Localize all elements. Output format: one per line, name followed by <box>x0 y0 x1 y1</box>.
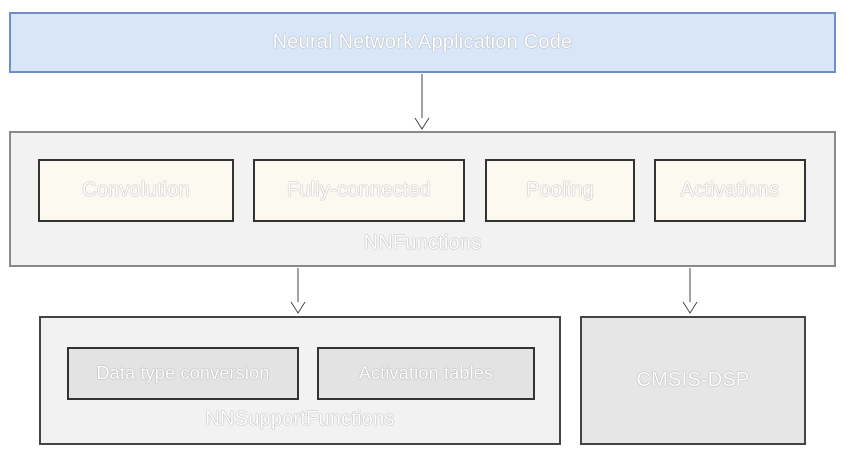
nn-support-functions-label: NNSupportFunctions <box>205 408 395 430</box>
application-code-label: Neural Network Application Code <box>272 31 573 53</box>
app-to-nnfunctions-arrowhead <box>414 117 430 130</box>
cmsis-dsp-label: CMSIS-DSP <box>636 369 750 391</box>
activations-label: Activations <box>680 179 780 201</box>
fully-connected-label: Fully-connected <box>286 179 432 201</box>
nn-functions-label: NNFunctions <box>363 232 482 254</box>
fully-connected-box: Fully-connected <box>253 159 465 222</box>
data-type-conversion-label: Data type conversion <box>96 363 270 383</box>
data-type-conversion-box: Data type conversion <box>67 347 299 400</box>
activation-tables-box: Activation tables <box>317 347 535 400</box>
cmsis-dsp-box: CMSIS-DSP <box>580 316 806 445</box>
nnfunctions-to-support-arrowhead <box>290 301 306 314</box>
convolution-label: Convolution <box>82 179 190 201</box>
activations-box: Activations <box>654 159 806 222</box>
application-code-box: Neural Network Application Code <box>9 12 836 73</box>
activation-tables-label: Activation tables <box>358 363 494 383</box>
pooling-label: Pooling <box>525 179 595 201</box>
nnfunctions-to-dsp-arrowhead <box>682 301 698 314</box>
convolution-box: Convolution <box>38 159 234 222</box>
pooling-box: Pooling <box>485 159 635 222</box>
